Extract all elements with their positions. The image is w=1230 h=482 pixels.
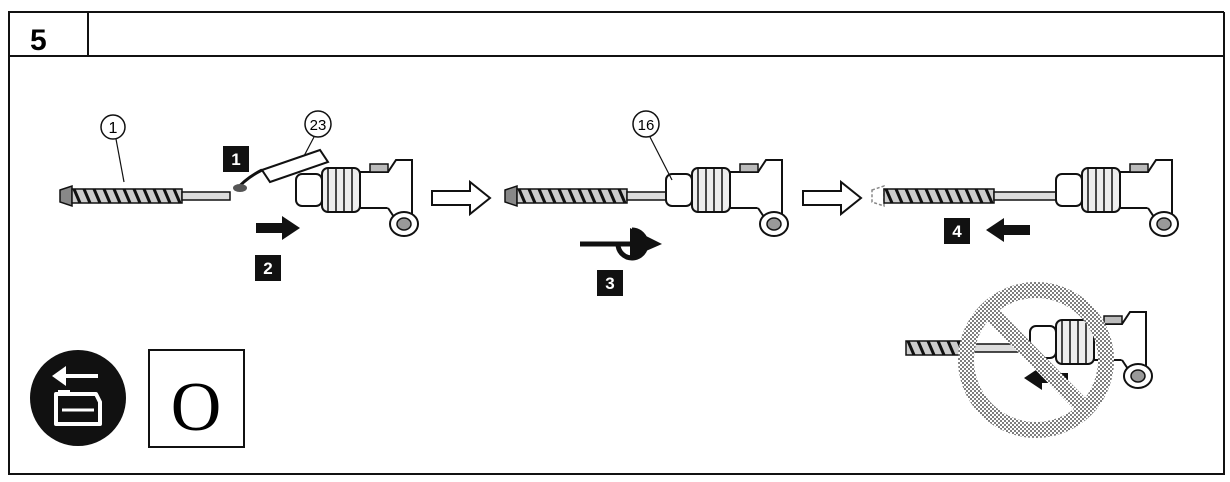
callout-grease: 23 bbox=[310, 117, 327, 134]
hammer-drill-3 bbox=[1055, 159, 1179, 237]
pull-arrow-icon bbox=[986, 218, 1030, 242]
step-3-label: 3 bbox=[605, 274, 614, 293]
figure-number: 5 bbox=[30, 24, 47, 57]
process-arrow-1 bbox=[431, 181, 491, 215]
push-arrow-icon bbox=[256, 216, 300, 240]
stage-3-check: 4 bbox=[871, 159, 1179, 244]
callout-bit: 1 bbox=[109, 120, 118, 137]
prohibited-icon bbox=[958, 282, 1114, 438]
step-2-badge bbox=[255, 255, 281, 281]
step-1-badge bbox=[223, 146, 249, 172]
stage-2-rotate: 16 3 bbox=[503, 110, 789, 296]
mode-letter: O bbox=[171, 369, 222, 446]
callout-grease-circle bbox=[304, 110, 332, 138]
step-2-label: 2 bbox=[263, 259, 272, 278]
callout-bit-circle bbox=[100, 114, 126, 140]
hammer-drill-2 bbox=[665, 159, 789, 237]
figure-number-tab bbox=[8, 11, 89, 57]
figure-frame bbox=[8, 55, 1225, 475]
step-3-badge bbox=[597, 270, 623, 296]
drill-bit-3 bbox=[871, 184, 1057, 208]
step-4-label: 4 bbox=[952, 222, 962, 241]
stage-1-insert: 1 23 1 2 bbox=[58, 110, 419, 281]
step-4-badge bbox=[944, 218, 970, 244]
step-1-label: 1 bbox=[231, 150, 240, 169]
drill-bit bbox=[58, 184, 232, 208]
hammer-drill bbox=[295, 159, 419, 237]
drill-bit-4 bbox=[905, 340, 1019, 356]
rotate-arrow-icon bbox=[580, 227, 662, 261]
callout-chuck-circle bbox=[632, 110, 660, 138]
grease-tube-icon bbox=[233, 148, 330, 192]
battery-remove-icon bbox=[30, 350, 126, 446]
callout-chuck: 16 bbox=[638, 117, 655, 134]
prohibited-pull-out bbox=[905, 282, 1153, 438]
process-arrow-2 bbox=[802, 181, 862, 215]
drill-bit-2 bbox=[503, 184, 677, 208]
mode-box bbox=[148, 349, 245, 448]
